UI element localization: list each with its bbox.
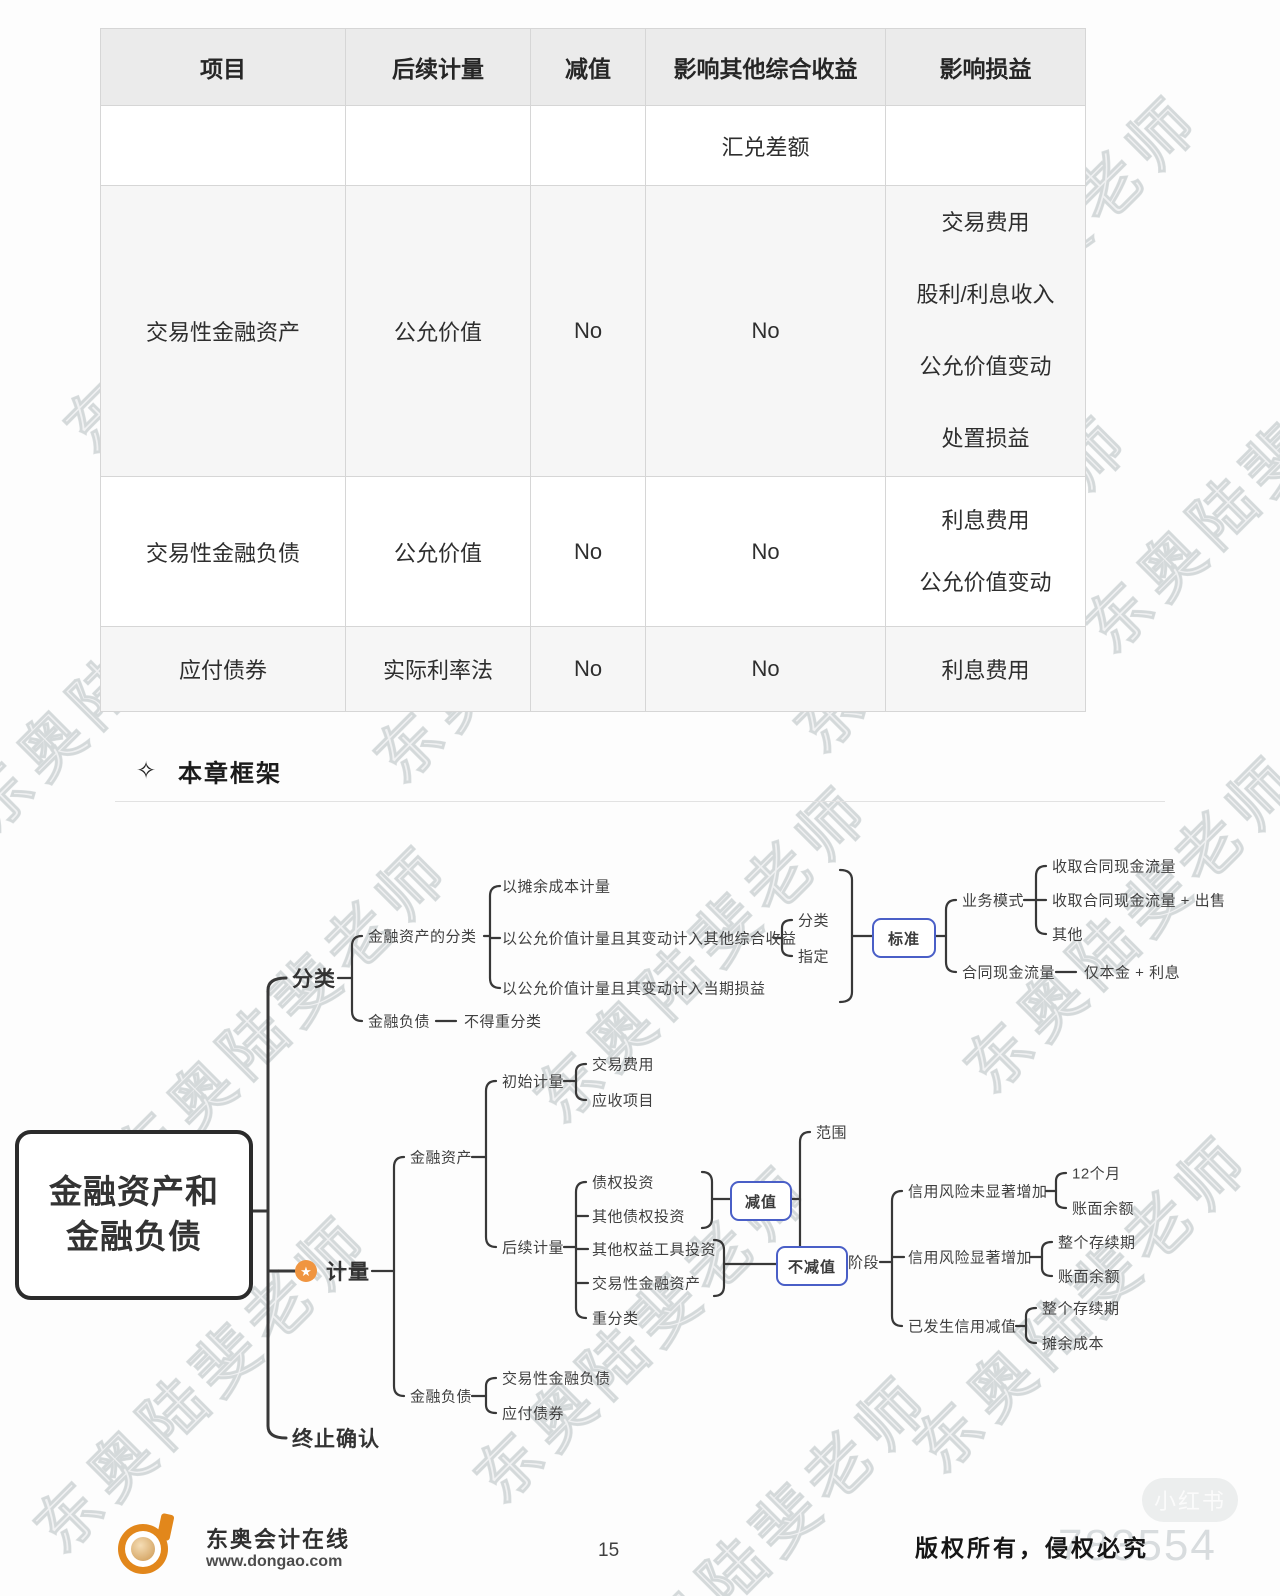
table-cell: 汇兑差额 [645, 105, 886, 186]
node-bonds-payable: 应付债券 [502, 1405, 565, 1423]
node-fvoci: 以公允价值计量且其变动计入其他综合收益 [502, 930, 797, 948]
node-carrying-balance-1: 账面余额 [1072, 1200, 1135, 1218]
node-subsequent-measurement: 后续计量 [502, 1239, 565, 1257]
node-classified: 分类 [798, 912, 830, 930]
table-header-row: 项目 后续计量 减值 影响其他综合收益 影响损益 [100, 28, 1086, 106]
node-credit-risk-increased: 信用风险显著增加 [908, 1249, 1033, 1267]
node-other-equity-instrument: 其他权益工具投资 [592, 1241, 717, 1259]
brand-url: www.dongao.com [206, 1553, 343, 1570]
xiaohongshu-badge: 小红书 [1142, 1478, 1238, 1522]
node-collect-cashflow: 收取合同现金流量 [1052, 858, 1177, 876]
table-cell: No [645, 626, 886, 712]
node-initial-measurement: 初始计量 [502, 1073, 565, 1091]
node-impairment-box: 减值 [730, 1181, 792, 1221]
node-lifetime-2: 整个存续期 [1042, 1300, 1120, 1318]
node-trading-financial-asset: 交易性金融资产 [592, 1275, 701, 1293]
node-collect-and-sell: 收取合同现金流量 + 出售 [1052, 892, 1226, 910]
table-cell: 公允价值 [345, 185, 531, 477]
node-measurement: 计量 [326, 1261, 370, 1284]
mindmap-root-node: 金融资产和 金融负债 [15, 1130, 253, 1300]
node-trading-financial-liability: 交易性金融负债 [502, 1370, 611, 1388]
table-cell: 应付债券 [100, 626, 346, 712]
node-principal-interest-only: 仅本金 + 利息 [1084, 964, 1181, 982]
table-cell: 利息费用 公允价值变动 [885, 476, 1086, 627]
node-transaction-costs: 交易费用 [592, 1056, 655, 1074]
table-row: 汇兑差额 [100, 105, 1086, 186]
comparison-table: 项目 后续计量 减值 影响其他综合收益 影响损益 汇兑差额 交易性金融资产 公允… [100, 28, 1086, 712]
table-cell: 交易费用 股利/利息收入 公允价值变动 处置损益 [885, 185, 1086, 477]
diamond-bullet-icon: ✧ [136, 757, 157, 785]
section-divider [115, 801, 1165, 802]
node-standard-box: 标准 [872, 918, 936, 958]
section-title: 本章框架 [178, 760, 282, 788]
table-cell: No [645, 185, 886, 477]
node-financial-asset-classification: 金融资产的分类 [368, 928, 477, 946]
table-cell: 公允价值 [345, 476, 531, 627]
table-cell: 利息费用 [885, 626, 1086, 712]
col-header-pl: 影响损益 [885, 28, 1086, 106]
node-credit-risk-not-increased: 信用风险未显著增加 [908, 1183, 1048, 1201]
node-business-model: 业务模式 [962, 892, 1025, 910]
node-debt-investment: 债权投资 [592, 1174, 655, 1192]
node-stage: 阶段 [848, 1254, 880, 1272]
col-header-oci: 影响其他综合收益 [645, 28, 886, 106]
table-row: 交易性金融资产 公允价值 No No 交易费用 股利/利息收入 公允价值变动 处… [100, 185, 1086, 477]
node-no-reclassification: 不得重分类 [464, 1013, 542, 1031]
node-amortized-cost-leaf: 摊余成本 [1042, 1335, 1105, 1353]
star-icon: ★ [295, 1260, 317, 1282]
table-cell [885, 105, 1086, 186]
col-header-item: 项目 [100, 28, 346, 106]
node-contract-cashflow: 合同现金流量 [962, 964, 1056, 982]
copyright-notice: 版权所有，侵权必究 [915, 1535, 1149, 1561]
table-cell: No [530, 626, 646, 712]
node-lifetime-1: 整个存续期 [1058, 1234, 1136, 1252]
page-number: 15 [598, 1540, 620, 1561]
table-cell: No [530, 185, 646, 477]
node-other-debt-investment: 其他债权投资 [592, 1208, 686, 1226]
node-financial-liabilities: 金融负债 [410, 1388, 473, 1406]
table-cell: No [530, 476, 646, 627]
table-cell: 交易性金融资产 [100, 185, 346, 477]
node-classification: 分类 [292, 968, 336, 991]
dongao-logo [118, 1512, 176, 1574]
watermark-id: 783554 [1058, 1521, 1217, 1570]
node-carrying-balance-2: 账面余额 [1058, 1268, 1121, 1286]
node-no-impairment-box: 不减值 [776, 1246, 848, 1286]
table-cell [100, 105, 346, 186]
node-financial-liability-cls: 金融负债 [368, 1013, 431, 1031]
node-12-months: 12个月 [1072, 1165, 1121, 1183]
node-other: 其他 [1052, 926, 1084, 944]
node-reclassification: 重分类 [592, 1310, 639, 1328]
brand-name: 东奥会计在线 [206, 1527, 351, 1552]
node-scope: 范围 [816, 1124, 848, 1142]
node-designated: 指定 [798, 948, 830, 966]
node-credit-impaired: 已发生信用减值 [908, 1318, 1017, 1336]
table-cell: No [645, 476, 886, 627]
table-cell: 实际利率法 [345, 626, 531, 712]
table-row: 交易性金融负债 公允价值 No No 利息费用 公允价值变动 [100, 476, 1086, 627]
node-receivable-items: 应收项目 [592, 1092, 655, 1110]
node-financial-assets: 金融资产 [410, 1149, 473, 1167]
node-fvtpl: 以公允价值计量且其变动计入当期损益 [502, 980, 766, 998]
table-row: 应付债券 实际利率法 No No 利息费用 [100, 626, 1086, 712]
col-header-subsequent: 后续计量 [345, 28, 531, 106]
node-derecognition: 终止确认 [292, 1428, 380, 1451]
logo-ring [118, 1524, 168, 1574]
node-amortized-cost: 以摊余成本计量 [502, 878, 611, 896]
